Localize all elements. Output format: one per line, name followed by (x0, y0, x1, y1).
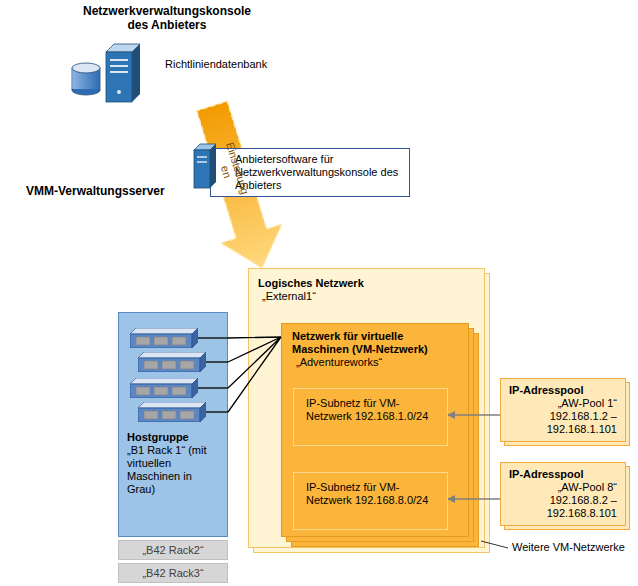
leader-line (481, 541, 508, 548)
node-text: Richtliniendatenbank (165, 58, 267, 71)
node-heading: Logisches Netzwerk (258, 277, 475, 290)
server-label: VMM-Verwaltungsserver (26, 184, 165, 198)
node-heading: IP-Adresspool (509, 468, 617, 481)
rack-band: „B42 Rack3“ (118, 563, 228, 583)
node-text: Anbietersoftware für Netzwerkverwaltungs… (235, 153, 403, 192)
host-link (228, 337, 281, 412)
ip-subnet-box: IP-Subnetz für VM-Netzwerk 192.168.1.0/2… (293, 388, 448, 446)
vmm-server-icon (194, 144, 216, 188)
node-text: „Adventureworks“ (296, 356, 458, 369)
note-label: Weitere VM-Netzwerke (512, 541, 625, 554)
pool-arrow (448, 498, 500, 500)
console-icon (72, 44, 140, 102)
node-heading: Netzwerkverwaltungskonsole des Anbieters (72, 4, 262, 32)
node-heading: Hostgruppe (127, 431, 221, 444)
node-text: IP-Subnetz für VM-Netzwerk 192.168.1.0/2… (306, 397, 435, 423)
node-text: „AW-Pool 8“ 192.168.8.2 – 192.168.8.101 (509, 481, 617, 520)
node-text: „B1 Rack 1“ (mit virtuellen Maschinen in… (127, 444, 221, 496)
node-heading: IP-Adresspool (509, 384, 617, 397)
host-servers (130, 328, 228, 422)
ip-subnet-box: IP-Subnetz für VM-Netzwerk 192.168.8.0/2… (293, 472, 448, 530)
node-text: „B42 Rack3“ (127, 564, 219, 582)
logical-network-box: Logisches Netzwerk„External1“ Netzwerk fü… (248, 268, 485, 548)
node-heading: Netzwerk für virtuelle Maschinen (VM-Net… (292, 330, 458, 356)
node-text: „B42 Rack2“ (127, 541, 219, 559)
node-text: IP-Subnetz für VM-Netzwerk 192.168.8.0/2… (306, 481, 435, 507)
pool-arrow (448, 414, 500, 416)
ip-pool-box: IP-Adresspool„AW-Pool 8“ 192.168.8.2 – 1… (500, 462, 626, 526)
vm-network-box: Netzwerk für virtuelle Maschinen (VM-Net… (281, 323, 469, 537)
ip-pool-box: IP-Adresspool„AW-Pool 1“ 192.168.1.2 – 1… (500, 378, 626, 442)
node-text: „AW-Pool 1“ 192.168.1.2 – 192.168.1.101 (509, 397, 617, 436)
node-text: „External1“ (262, 290, 475, 303)
rack-band: „B42 Rack2“ (118, 540, 228, 560)
